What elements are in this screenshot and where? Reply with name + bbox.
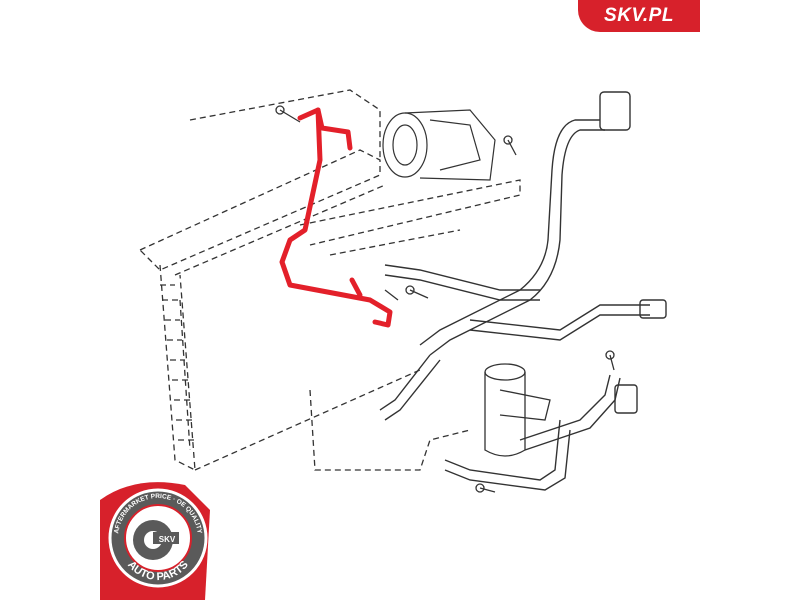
- quality-seal: AFTERMARKET PRICE · OE QUALITY AUTO PART…: [100, 482, 210, 600]
- condenser: [138, 89, 521, 472]
- bolts: [275, 105, 615, 493]
- seal-center-text: SKV: [159, 535, 176, 544]
- gear-icon: [133, 520, 179, 560]
- refrigerant-pipes: [379, 91, 667, 491]
- highlighted-ac-hose: [279, 107, 393, 328]
- brand-logo-text: SKV.PL: [604, 5, 674, 26]
- receiver-drier: [484, 363, 551, 457]
- compressor: [382, 109, 496, 181]
- brand-logo: SKV.PL: [578, 0, 700, 32]
